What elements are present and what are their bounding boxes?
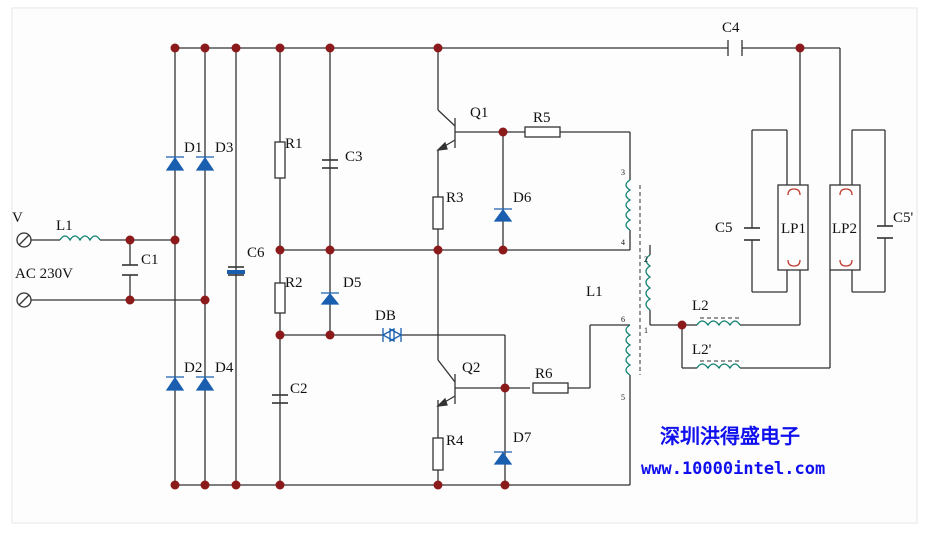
label-ac: AC 230V — [15, 266, 73, 282]
label-r6: R6 — [535, 366, 553, 382]
label-l2-prime: L2' — [692, 342, 712, 358]
watermark-url: www.10000intel.com — [641, 459, 825, 479]
label-l2: L2 — [692, 298, 709, 314]
junction-node — [795, 43, 805, 53]
junction-node — [125, 295, 135, 305]
resistor-r4 — [432, 437, 444, 471]
junction-node — [275, 480, 285, 490]
label-l1-transformer: L1 — [586, 284, 603, 300]
resistor-r5 — [524, 126, 561, 138]
label-d4: D4 — [215, 360, 234, 376]
label-d3: D3 — [215, 140, 233, 156]
component-labels: V AC 230V L1 C1 D1 D3 D2 D4 C6 R1 R2 C3 … — [12, 20, 914, 449]
label-lp1: LP1 — [781, 221, 806, 237]
junction-node — [433, 43, 443, 53]
label-r5: R5 — [533, 110, 551, 126]
label-pin5: 5 — [621, 393, 625, 402]
c6-electrolytic-mark — [227, 270, 245, 274]
resistors — [274, 126, 569, 471]
junction-node — [170, 235, 180, 245]
label-c5-prime: C5' — [893, 210, 914, 226]
lamps — [777, 184, 861, 271]
junction-node — [500, 480, 510, 490]
junction-node — [231, 43, 241, 53]
junction-node — [433, 480, 443, 490]
label-c2: C2 — [290, 381, 308, 397]
junction-node — [498, 245, 508, 255]
resistor-r2 — [274, 282, 286, 314]
label-l1-input: L1 — [56, 218, 73, 234]
inductors — [59, 179, 741, 376]
lamp-lp1-body — [777, 184, 809, 271]
junction-node — [275, 330, 285, 340]
label-pin6: 6 — [621, 315, 625, 324]
label-r1: R1 — [285, 136, 303, 152]
junction-node — [200, 480, 210, 490]
junction-node — [498, 127, 508, 137]
label-c6: C6 — [247, 245, 265, 261]
capacitors — [122, 159, 893, 404]
label-r4: R4 — [446, 433, 464, 449]
label-pin4: 4 — [621, 238, 625, 247]
label-q1: Q1 — [470, 105, 488, 121]
resistor-r3 — [432, 196, 444, 230]
label-d2: D2 — [184, 360, 202, 376]
junction-node — [170, 480, 180, 490]
label-c4: C4 — [722, 20, 740, 36]
label-c3: C3 — [345, 149, 363, 165]
input-terminals — [16, 232, 32, 308]
label-v: V — [12, 210, 23, 226]
junction-node — [275, 43, 285, 53]
junction-node — [500, 383, 510, 393]
junction-node — [125, 235, 135, 245]
junction-node — [231, 480, 241, 490]
resistor-r1 — [274, 141, 286, 179]
label-pin1: 1 — [644, 326, 648, 335]
paper-frame — [11, 7, 918, 524]
junction-node — [325, 245, 335, 255]
transistors — [436, 109, 456, 407]
watermark-company: 深圳洪得盛电子 — [660, 424, 800, 448]
diac-db — [381, 327, 403, 343]
label-lp2: LP2 — [832, 221, 857, 237]
junction-nodes — [125, 43, 805, 490]
junction-node — [325, 43, 335, 53]
label-d7: D7 — [513, 430, 532, 446]
junction-node — [275, 245, 285, 255]
label-c5: C5 — [715, 220, 733, 236]
label-r2: R2 — [285, 275, 303, 291]
junction-node — [200, 295, 210, 305]
label-r3: R3 — [446, 190, 464, 206]
junction-node — [170, 43, 180, 53]
label-c1: C1 — [141, 252, 159, 268]
junction-node — [200, 43, 210, 53]
junction-node — [433, 245, 443, 255]
label-pin2: 2 — [644, 255, 648, 264]
label-d5: D5 — [343, 275, 361, 291]
label-db: DB — [375, 308, 396, 324]
label-q2: Q2 — [462, 360, 480, 376]
junction-node — [677, 320, 687, 330]
resistor-r6 — [532, 382, 569, 394]
label-pin3: 3 — [621, 168, 625, 177]
junction-node — [325, 330, 335, 340]
diodes — [165, 156, 513, 465]
watermark: 深圳洪得盛电子 www.10000intel.com — [641, 424, 825, 479]
label-d6: D6 — [513, 190, 532, 206]
label-d1: D1 — [184, 140, 202, 156]
lamp-lp2-body — [829, 184, 861, 271]
